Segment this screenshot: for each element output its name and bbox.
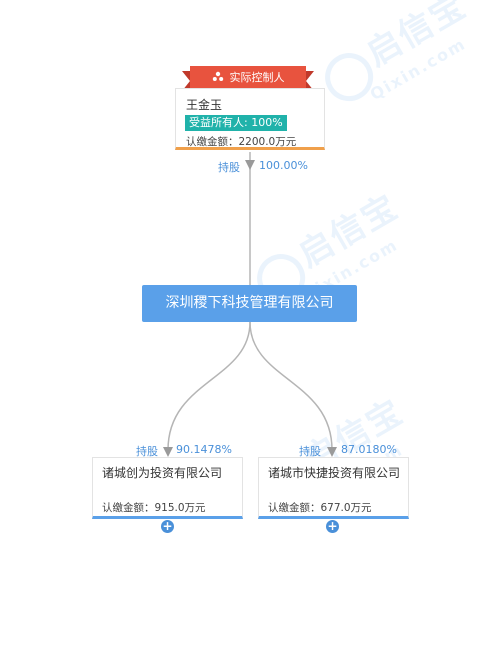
- expand-plus-icon[interactable]: +: [326, 519, 339, 533]
- left-connector: [167, 321, 251, 451]
- subsidiary-name[interactable]: 诸城市快捷投资有限公司: [268, 466, 401, 480]
- person-subscribed-amount: 认缴金额：2200.0万元: [186, 136, 297, 148]
- expand-plus-icon[interactable]: +: [161, 519, 174, 533]
- left-arrow-icon: [163, 447, 173, 457]
- top-edge-percent: 100.00%: [259, 159, 308, 172]
- top-edge-type: 持股: [218, 161, 240, 174]
- right-edge-type: 持股: [299, 445, 321, 458]
- controller-person-card[interactable]: 王金玉 受益所有人: 100% 认缴金额：2200.0万元: [175, 88, 325, 150]
- subsidiary-subscribed-amount: 认缴金额：677.0万元: [268, 502, 372, 514]
- right-connector: [249, 321, 333, 451]
- subsidiary-card[interactable]: 诸城创为投资有限公司 认缴金额：915.0万元: [92, 457, 243, 519]
- subsidiary-subscribed-amount: 认缴金额：915.0万元: [102, 502, 206, 514]
- people-icon: [212, 71, 223, 81]
- top-arrow-icon: [245, 160, 255, 170]
- subsidiary-name[interactable]: 诸城创为投资有限公司: [102, 466, 223, 480]
- left-edge-type: 持股: [136, 445, 158, 458]
- actual-controller-banner: 实际控制人: [182, 66, 314, 91]
- banner-ribbon: [190, 66, 306, 88]
- left-edge-percent: 90.1478%: [176, 443, 232, 456]
- person-name[interactable]: 王金玉: [186, 98, 223, 112]
- subsidiary-card[interactable]: 诸城市快捷投资有限公司 认缴金额：677.0万元: [258, 457, 409, 519]
- right-edge-percent: 87.0180%: [341, 443, 397, 456]
- banner-tail-right: [306, 71, 314, 91]
- right-arrow-icon: [327, 447, 337, 457]
- main-company-node[interactable]: 深圳稷下科技管理有限公司: [142, 285, 357, 322]
- banner-tail-left: [182, 71, 190, 91]
- banner-label: 实际控制人: [229, 71, 285, 84]
- beneficial-owner-badge: 受益所有人: 100%: [185, 115, 287, 131]
